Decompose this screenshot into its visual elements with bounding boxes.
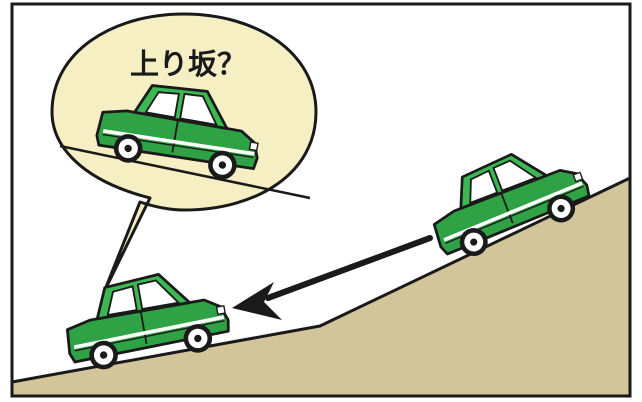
arrow-left-icon xyxy=(232,235,433,320)
bubble-text: 上り坂？ xyxy=(130,47,246,81)
uphill-ground xyxy=(10,176,632,398)
